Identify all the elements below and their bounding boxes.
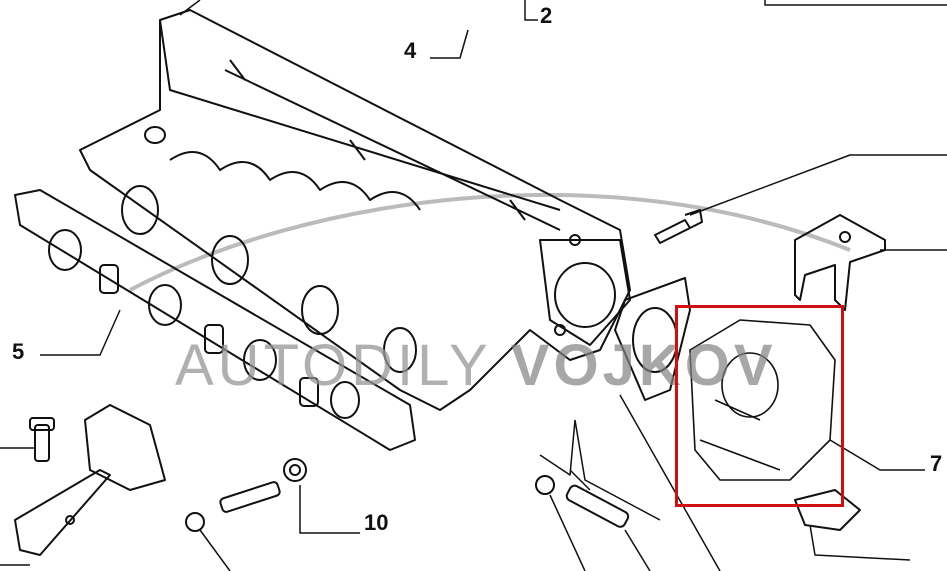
highlight-box-throttle-body [675,305,844,507]
callout-7: 7 [930,451,943,476]
bracket [794,214,886,311]
nut [283,458,307,482]
washer [185,512,205,532]
watermark: AUTODILY VOJKOV [175,332,777,399]
watermark-light: AUTODILY [175,333,491,398]
manifold-gasket [14,189,416,451]
intake-manifold [79,9,631,411]
clip-bracket [14,404,166,556]
watermark-bold: VOJKOV [510,333,777,398]
callout-4: 4 [404,38,417,63]
callout-10: 10 [364,510,389,535]
washer [535,475,555,495]
sensor [794,489,861,531]
screw [565,484,630,528]
throttle-gasket [614,277,691,401]
stud [219,481,281,513]
callout-2: 2 [540,3,553,28]
callout-5: 5 [12,339,25,364]
stud-bolt [654,209,703,244]
